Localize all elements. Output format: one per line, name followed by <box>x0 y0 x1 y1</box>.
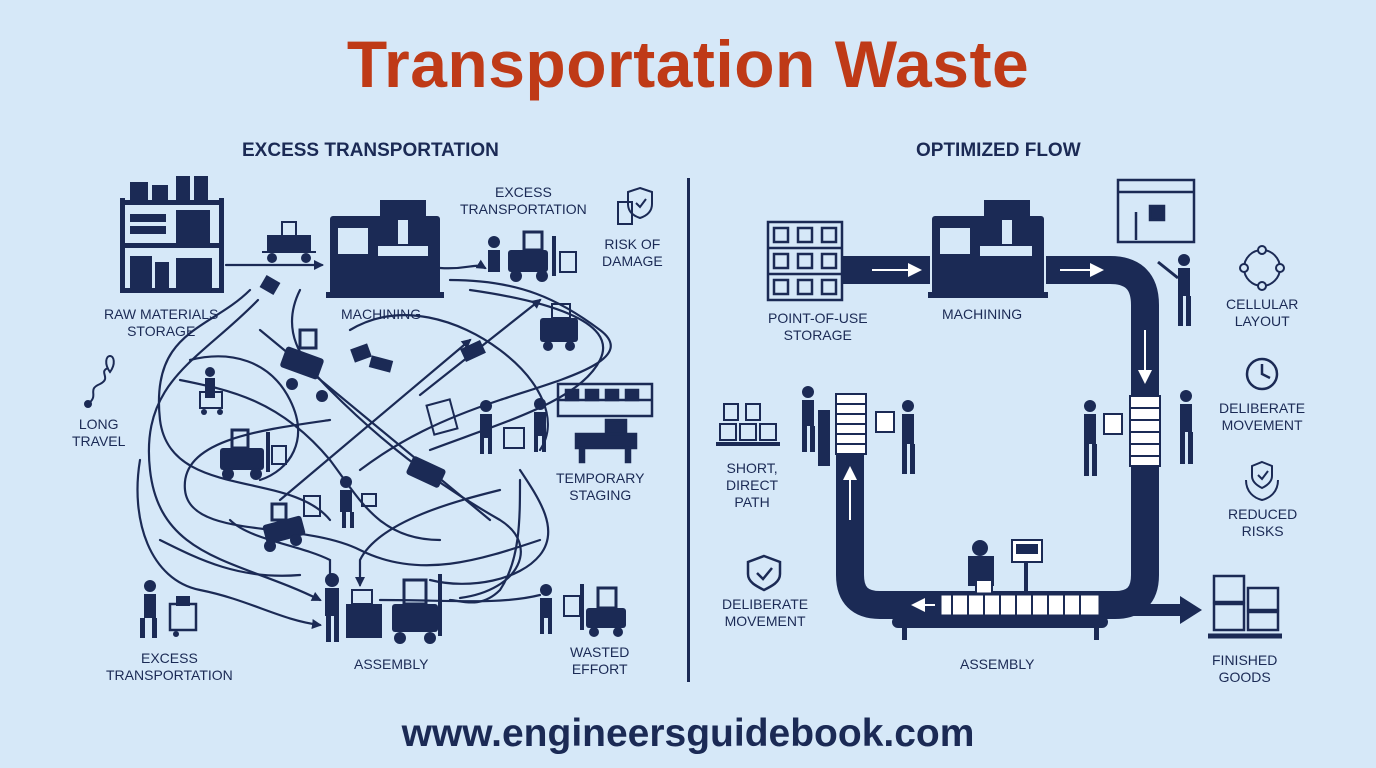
flow-arrows <box>843 263 1152 612</box>
footer-url: www.engineersguidebook.com <box>401 712 975 755</box>
assembly-workstation-icon <box>325 573 442 644</box>
label-assembly-left: ASSEMBLY <box>354 656 429 672</box>
raw-materials-shelf-icon <box>120 176 224 293</box>
worker-carrying-icon <box>340 476 377 528</box>
worker-cart-icon <box>199 367 223 415</box>
forklift-icon <box>262 495 321 552</box>
forklift-icon <box>488 230 577 282</box>
machining-machine-icon <box>326 200 444 298</box>
label-machining-right: MACHINING <box>942 306 1023 322</box>
label-machining-left: MACHINING <box>341 306 422 322</box>
forklift-icon <box>220 428 287 480</box>
parts-rack-icon <box>716 403 780 446</box>
truck-icon <box>540 303 578 351</box>
workstation-right-icon <box>1084 390 1193 476</box>
clock-icon <box>1245 357 1279 391</box>
forklift-worker-icon <box>540 584 626 637</box>
machining-machine-icon <box>928 200 1048 298</box>
left-section-heading: EXCESS TRANSPORTATION <box>242 140 499 161</box>
damage-shield-icon <box>617 186 653 225</box>
forklift-icon <box>280 328 328 402</box>
finished-goods-pallet-icon <box>1208 574 1282 639</box>
point-of-use-shelf-icon <box>766 220 844 302</box>
section-divider <box>687 178 690 682</box>
hands-shield-icon <box>1245 460 1279 502</box>
worker-icon <box>1157 254 1191 326</box>
workers-cart-icon <box>425 398 546 454</box>
hand-cart-icon <box>262 221 316 263</box>
shield-check-icon <box>746 554 782 592</box>
damaged-box-icon <box>259 274 486 488</box>
route-pin-icon <box>84 354 115 408</box>
label-assembly-right: ASSEMBLY <box>960 656 1035 672</box>
assembly-line-icon <box>892 539 1108 640</box>
temporary-staging-icon <box>556 382 654 464</box>
worker-hand-truck-icon <box>140 580 198 638</box>
right-section-heading: OPTIMIZED FLOW <box>916 140 1081 161</box>
exit-arrow <box>1108 596 1202 624</box>
page-title: Transportation Waste <box>346 27 1030 101</box>
workstation-left-icon <box>802 386 915 474</box>
cellular-layout-icon <box>1239 245 1285 291</box>
robot-cell-icon <box>1116 178 1196 244</box>
